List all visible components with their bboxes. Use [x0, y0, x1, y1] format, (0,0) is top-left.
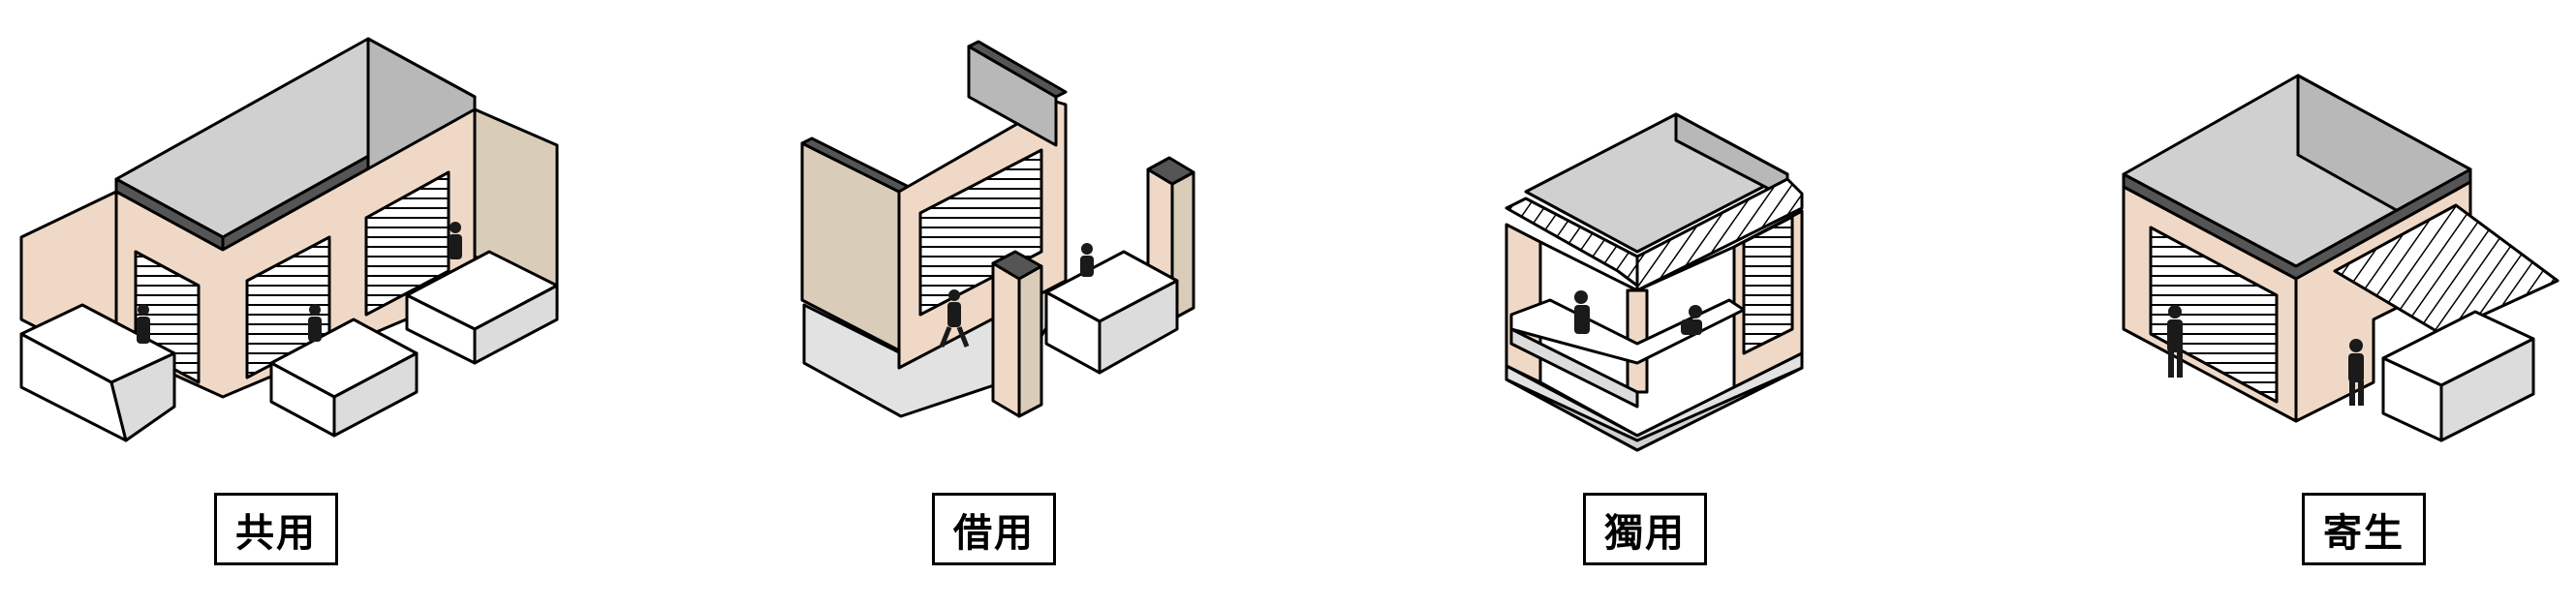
label-parasitic: 寄生 — [2302, 493, 2426, 565]
awning-right — [1635, 177, 1804, 292]
shutter-3 — [364, 170, 450, 317]
tall-wall-top — [967, 40, 1068, 99]
shutter — [2149, 226, 2279, 404]
panel-borrowed-illustration — [800, 40, 1195, 418]
label-shared: 共用 — [214, 493, 338, 565]
person-figure — [1681, 305, 1702, 335]
left-wall — [1505, 223, 1542, 384]
pillar-right-top — [1146, 156, 1195, 186]
person-figure — [449, 222, 462, 259]
person-figure — [2348, 339, 2364, 406]
stall-box-side — [1098, 279, 1179, 375]
awning — [2333, 203, 2560, 336]
base-bottom — [1505, 366, 1804, 452]
pillar-side — [1017, 264, 1043, 418]
person-figure — [137, 304, 150, 344]
pillar-top — [991, 250, 1043, 281]
person-figure — [1080, 243, 1094, 277]
person-figure — [1574, 290, 1590, 334]
stall-box-side — [2439, 337, 2535, 442]
stall-box-right-side — [473, 284, 559, 365]
label-exclusive: 獨用 — [1583, 493, 1707, 565]
person-figure — [2167, 305, 2183, 378]
person-figure — [308, 304, 322, 342]
stall-box-middle-side — [332, 351, 419, 438]
label-borrowed: 借用 — [932, 493, 1056, 565]
panel-shared-illustration — [19, 37, 559, 442]
counter-front — [1509, 327, 1639, 409]
shutter — [1742, 215, 1794, 355]
panel-exclusive-illustration — [1505, 112, 1804, 452]
shutter — [918, 148, 1043, 317]
panel-parasitic-illustration — [2122, 74, 2560, 442]
counter-top — [1509, 298, 1746, 365]
person-figure — [939, 289, 970, 348]
stall-box-left-side — [109, 351, 176, 442]
pillar-front — [991, 261, 1021, 418]
